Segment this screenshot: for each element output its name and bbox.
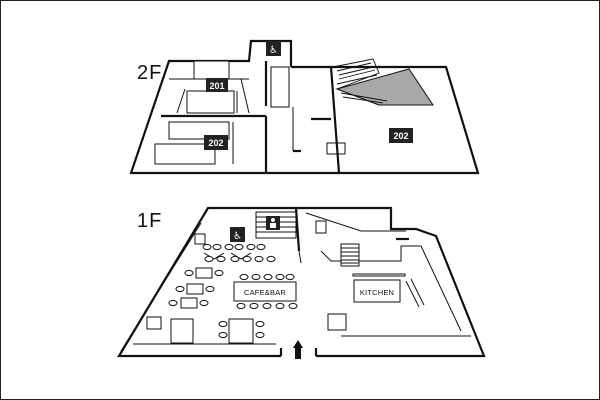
1f-inner-right-line	[320, 245, 462, 332]
1f-staircase-right	[340, 243, 360, 267]
restroom-icon: ♿	[230, 227, 245, 242]
1f-table-b	[170, 318, 194, 344]
svg-text:202: 202	[208, 138, 223, 148]
room-tag-201: 201	[206, 78, 228, 92]
room-tag-202-right: 202	[389, 128, 413, 143]
1f-inner-left-line	[120, 222, 202, 352]
1f-top-right-fixture	[315, 220, 327, 234]
1f-table-group-1	[184, 267, 224, 279]
1f-stair-wall-lower	[298, 250, 302, 264]
svg-text:202: 202	[393, 131, 408, 141]
svg-text:201: 201	[209, 81, 224, 91]
room-tag-202-left: 202	[204, 135, 228, 150]
2f-room202-bed-lower	[154, 143, 216, 165]
entrance-arrow-icon	[293, 340, 303, 359]
svg-text:♿: ♿	[233, 231, 242, 242]
2f-right-room-wall	[329, 66, 341, 174]
2f-void-shaded	[335, 68, 434, 106]
1f-seat-a	[194, 233, 206, 245]
svg-text:♿: ♿	[269, 45, 278, 56]
1f-fixture-right	[327, 313, 347, 331]
kitchen-label: KITCHEN	[360, 288, 394, 297]
restroom-icon: ♿	[266, 41, 281, 56]
2f-room201-bed	[193, 60, 230, 80]
2f-staircase	[332, 58, 388, 106]
cafe-bar-label: CAFE&BAR	[244, 288, 286, 297]
1f-cafe-bar: CAFE&BAR	[233, 273, 298, 310]
1f-table-group-4	[218, 318, 265, 344]
1f-top-right-wall	[305, 212, 406, 232]
1f-seat-b	[146, 316, 162, 330]
floor-label-1f: 1F	[137, 210, 162, 232]
2f-door-swing-1	[240, 78, 250, 114]
elevator-icon	[266, 216, 280, 230]
1f-kitchen: KITCHEN	[352, 273, 425, 308]
floor-1f: 1F	[117, 206, 486, 359]
floor-label-2f: 2F	[137, 62, 162, 84]
2f-room201-bed-lower	[186, 90, 235, 114]
2f-room202-bed-upper	[168, 121, 230, 140]
2f-room201-wall	[176, 88, 186, 114]
1f-stair-wall	[294, 207, 301, 252]
1f-lounge-seating	[202, 243, 276, 263]
2f-corridor-shaft	[270, 66, 290, 108]
1f-table-group-2	[175, 283, 215, 295]
floor-2f: 2F	[129, 39, 480, 175]
1f-table-group-3	[168, 297, 209, 309]
